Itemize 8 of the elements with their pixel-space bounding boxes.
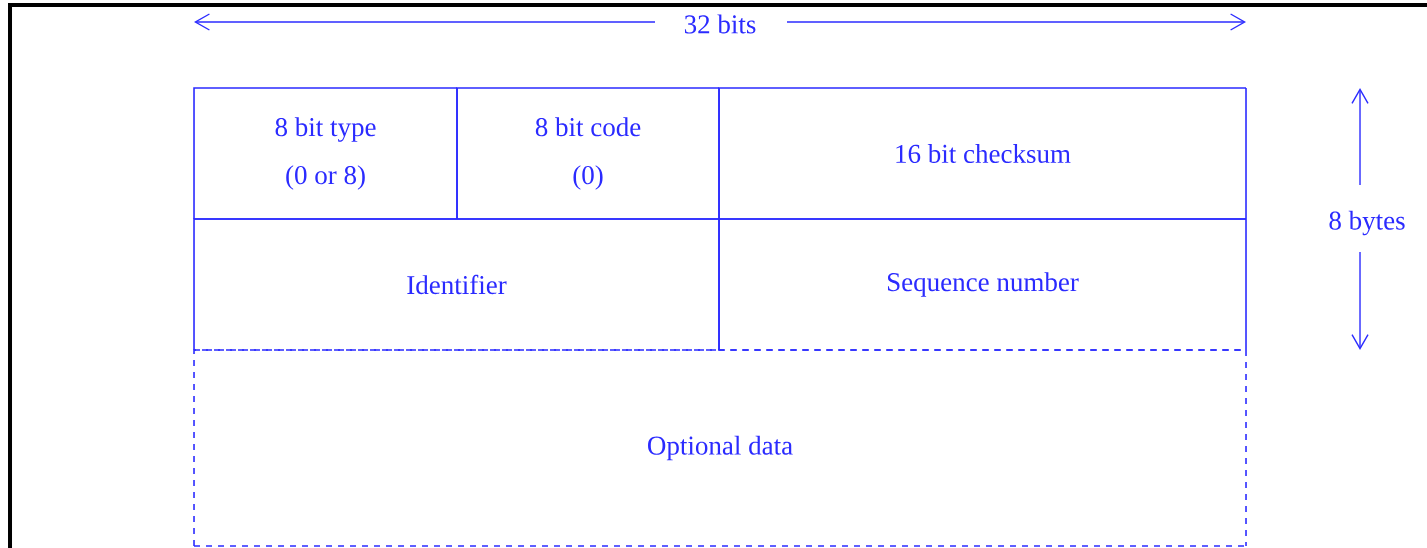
field-box: Identifier [193, 218, 720, 351]
field-box: Sequence number [718, 218, 1247, 351]
field-box: 16 bit checksum [718, 87, 1247, 220]
dimension-label: 8 bytes [1329, 210, 1405, 236]
dimension-label: 32 bits [684, 14, 756, 34]
field-box: 8 bit code (0) [456, 87, 720, 220]
field-box: Optional data [193, 349, 1247, 547]
field-box: 8 bit type (0 or 8) [193, 87, 458, 220]
